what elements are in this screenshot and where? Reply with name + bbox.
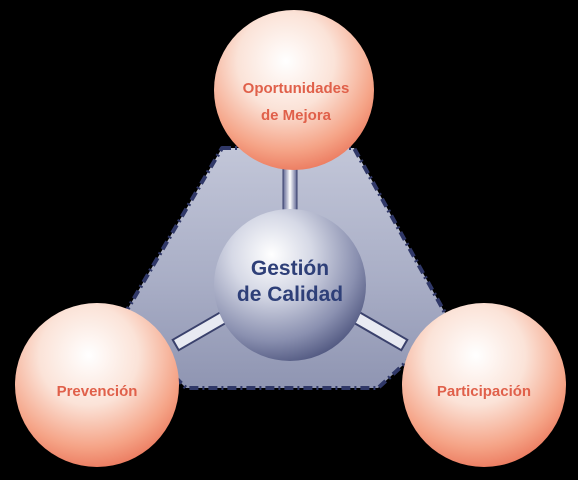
center-sphere bbox=[214, 209, 366, 361]
node-top: Oportunidades de Mejora bbox=[214, 10, 374, 170]
center-label-line2: de Calidad bbox=[237, 283, 343, 306]
top-label-line2: de Mejora bbox=[261, 107, 332, 124]
top-label-line1: Oportunidades bbox=[243, 80, 350, 97]
right-label: Participación bbox=[437, 383, 531, 400]
left-label: Prevención bbox=[57, 383, 138, 400]
node-left: Prevención bbox=[15, 303, 179, 467]
left-sphere bbox=[15, 303, 179, 467]
center-node: Gestión de Calidad bbox=[214, 209, 366, 361]
top-sphere bbox=[214, 10, 374, 170]
center-label-line1: Gestión bbox=[251, 257, 329, 280]
node-right: Participación bbox=[402, 303, 566, 467]
right-sphere bbox=[402, 303, 566, 467]
